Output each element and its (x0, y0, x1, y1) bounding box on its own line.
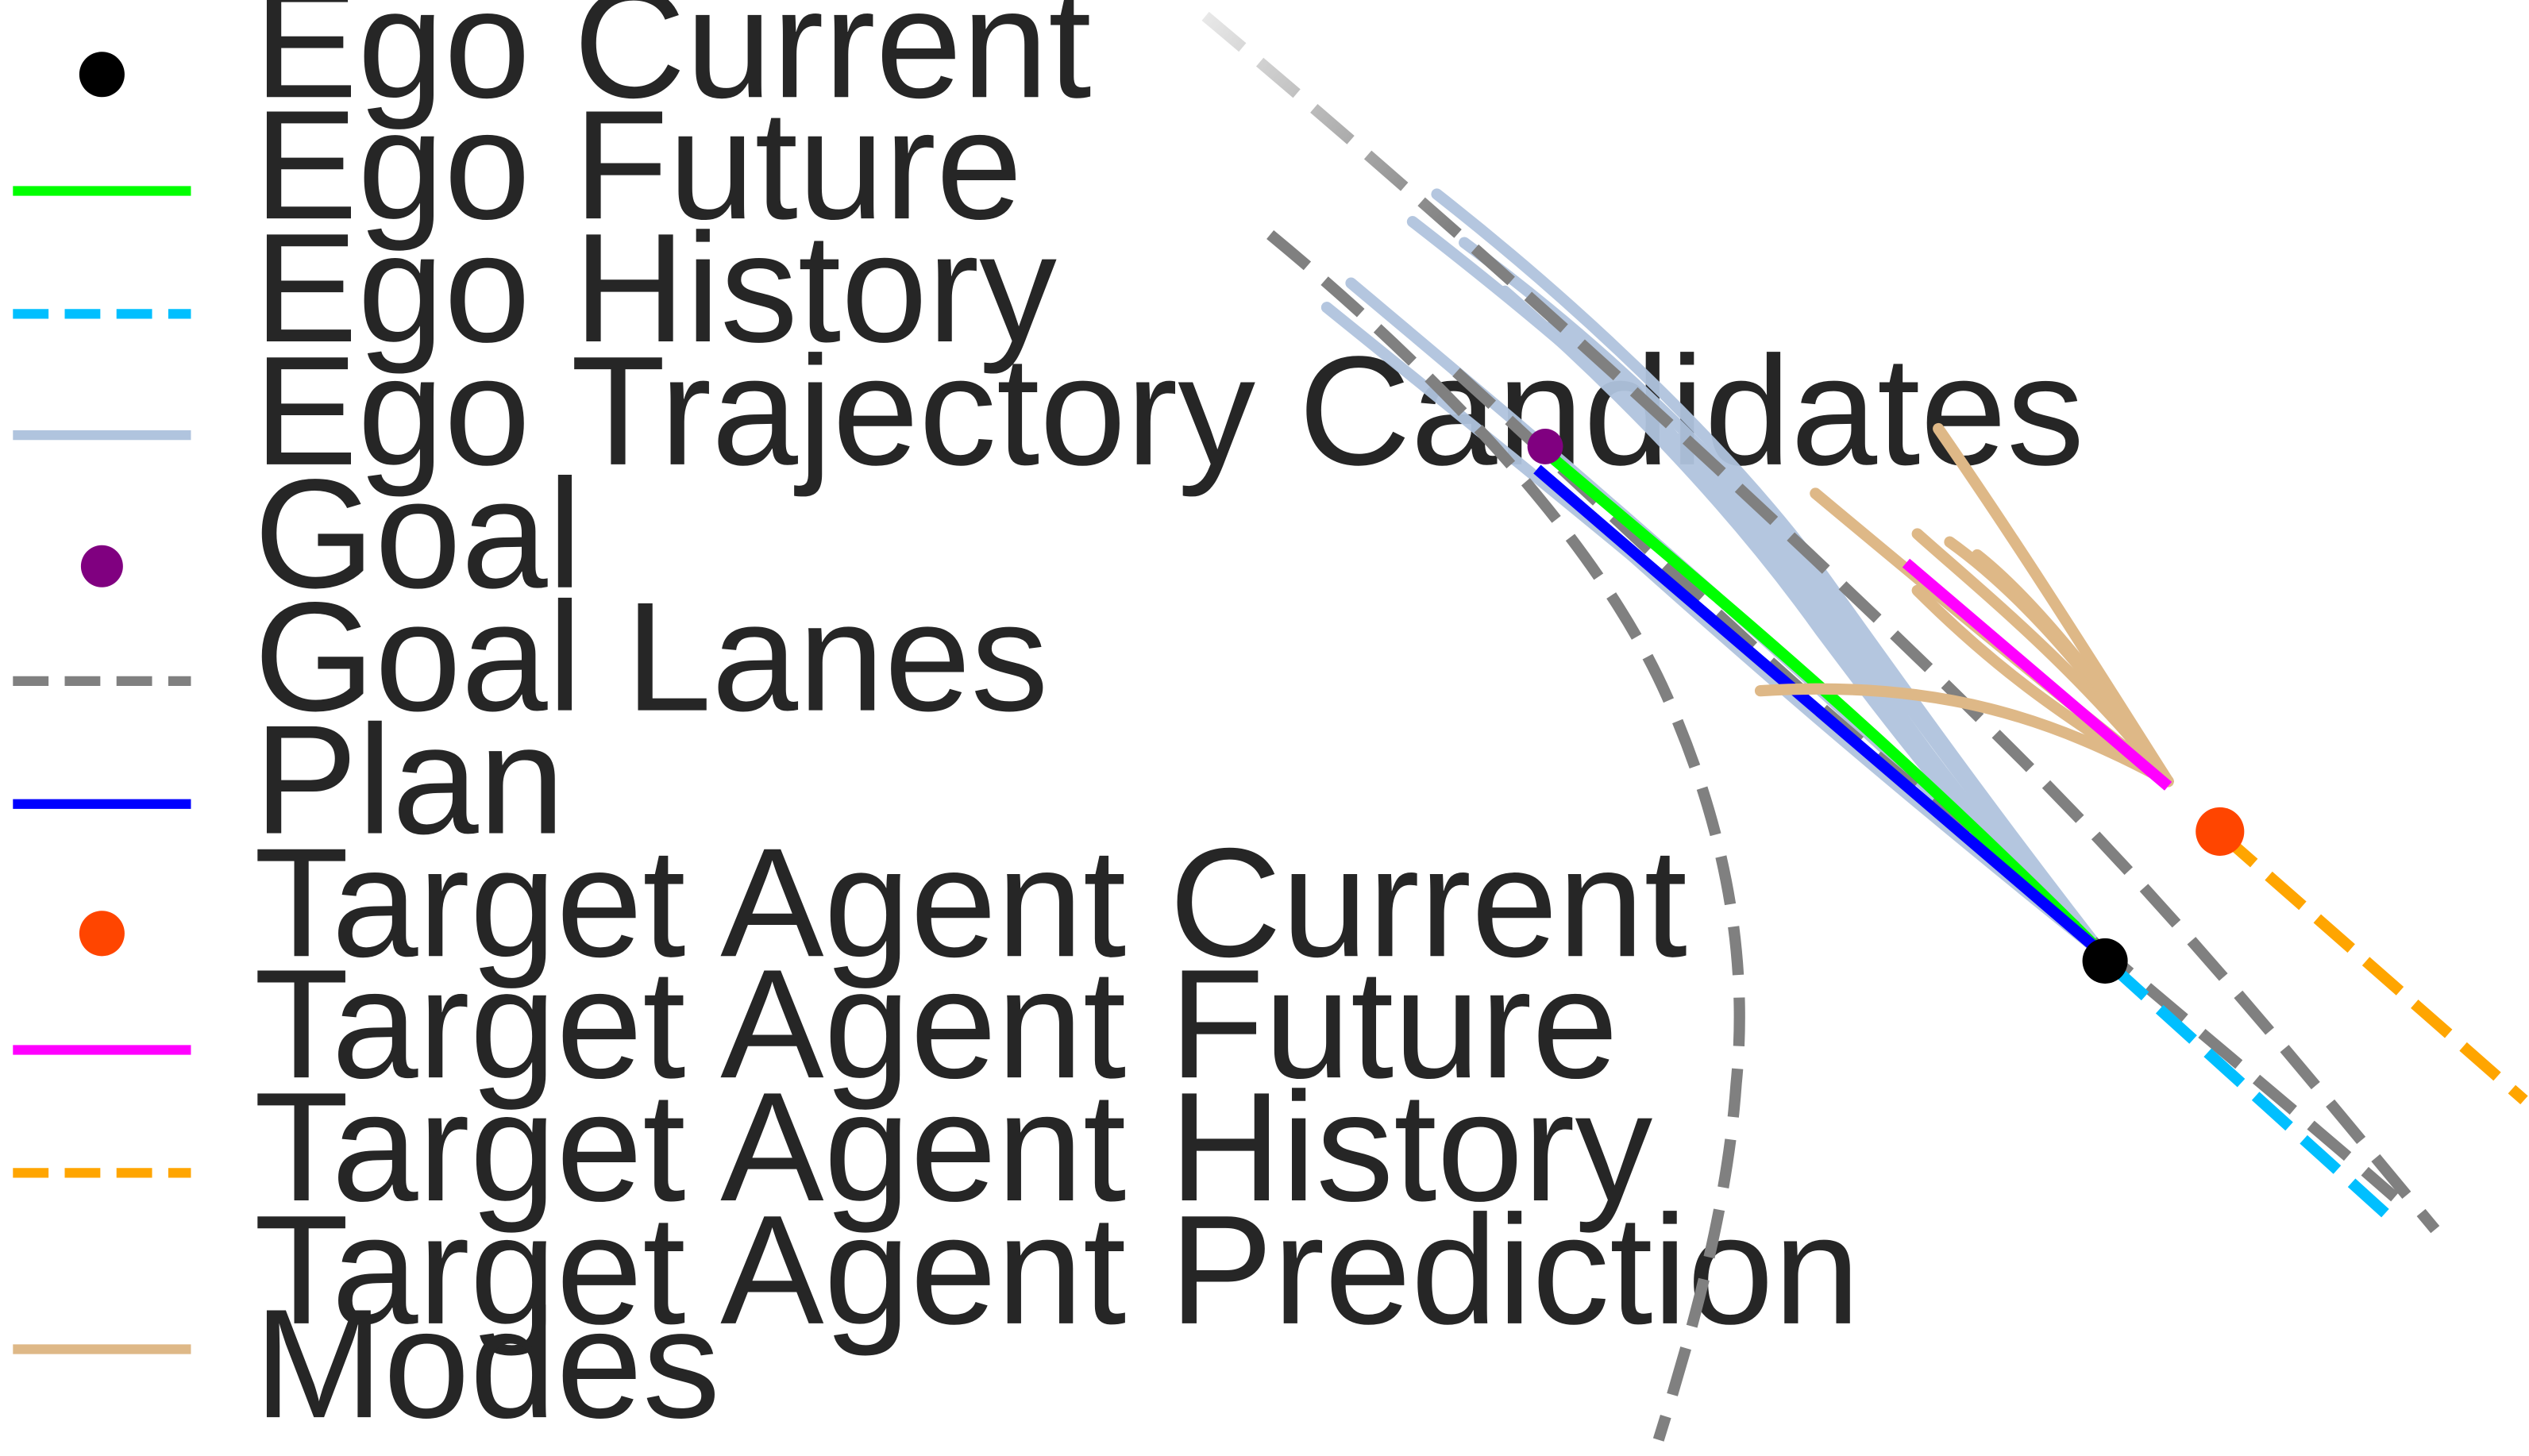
legend-item-ego-future: Ego Future (13, 79, 1023, 252)
legend-item-plan: Plan (13, 693, 565, 866)
legend-item-target-history: Target Agent History (13, 1061, 1652, 1234)
ego-future-line (1533, 440, 2108, 959)
legend-label-target-future: Target Agent Future (254, 938, 1618, 1111)
legend-item-goal-lanes: Goal Lanes (13, 571, 1048, 744)
prediction-mode-path (1971, 549, 2174, 788)
target-history-line (2216, 829, 2528, 1105)
target-current-marker-icon (79, 911, 125, 957)
legend-label-ego-current: Ego Current (254, 0, 1092, 130)
legend-item-ego-candidates: Ego Trajectory Candidates (13, 325, 2084, 498)
goal-marker (1527, 429, 1563, 464)
legend-label-target-history: Target Agent History (254, 1061, 1653, 1234)
legend-label-goal: Goal (254, 448, 582, 621)
ego-history-line (2107, 961, 2402, 1229)
legend-label-target-modes-line1: Target Agent Prediction (254, 1184, 1860, 1357)
legend-item-ego-current: Ego Current (79, 0, 1092, 130)
legend-item-ego-history: Ego History (13, 202, 1057, 375)
legend: Ego Current Ego Future Ego History Ego T… (13, 0, 2084, 1450)
legend-item-target-current: Target Agent Current (79, 816, 1687, 989)
legend-label-target-current: Target Agent Current (254, 816, 1687, 989)
ego-current-marker (2082, 938, 2128, 984)
legend-label-goal-lanes: Goal Lanes (254, 571, 1049, 744)
plan-line (1533, 464, 2107, 959)
legend-label-ego-candidates: Ego Trajectory Candidates (254, 325, 2084, 498)
goal-marker-icon (80, 545, 123, 587)
prediction-mode-path (1754, 683, 2174, 788)
prediction-mode-path (1911, 528, 2174, 788)
legend-label-plan: Plan (254, 693, 565, 866)
goal-lane-path (1201, 11, 2440, 1234)
target-current-marker (2196, 807, 2245, 856)
legend-label-ego-future: Ego Future (254, 79, 1023, 252)
legend-item-target-future: Target Agent Future (13, 938, 1618, 1111)
legend-item-goal: Goal (80, 448, 582, 621)
goal-lane-path (1266, 229, 1745, 1442)
ego-current-marker-icon (79, 52, 125, 98)
legend-label-target-modes-line2: Modes (254, 1277, 720, 1450)
target-future-line (1902, 558, 2172, 791)
legend-label-ego-history: Ego History (254, 202, 1057, 375)
ego-candidate-path (1459, 237, 2110, 961)
legend-item-target-modes: Target Agent Prediction Modes (13, 1184, 1860, 1450)
